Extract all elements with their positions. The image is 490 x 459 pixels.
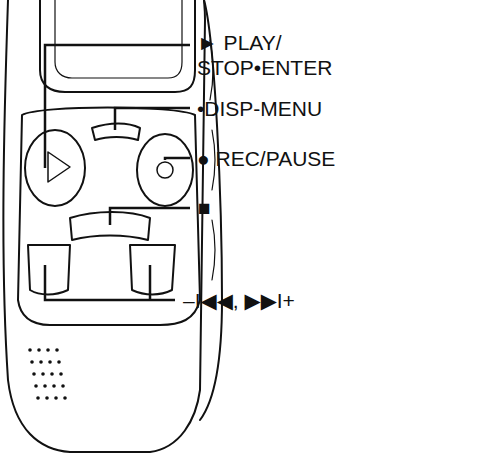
button-label: ► PLAY/ STOP•ENTER bbox=[197, 30, 347, 80]
play-button bbox=[25, 130, 85, 206]
leader-line bbox=[45, 265, 175, 300]
rec-icon bbox=[157, 162, 173, 178]
speaker-hole bbox=[41, 372, 45, 376]
speaker-hole bbox=[55, 348, 59, 352]
button-label: ● REC/PAUSE bbox=[197, 146, 447, 171]
device-body bbox=[3, 0, 205, 452]
leader-lines bbox=[45, 45, 190, 300]
speaker-hole bbox=[28, 348, 32, 352]
button-label: –I◀◀, ▶▶I+ bbox=[183, 288, 433, 313]
speaker-hole bbox=[39, 360, 43, 364]
button-label: ■ bbox=[198, 195, 258, 220]
speaker-hole bbox=[46, 348, 50, 352]
leader-line bbox=[149, 265, 152, 300]
speaker-hole bbox=[37, 348, 41, 352]
leader-line bbox=[115, 108, 190, 130]
speaker-holes bbox=[28, 348, 67, 400]
speaker-hole bbox=[32, 372, 36, 376]
speaker-hole bbox=[36, 396, 40, 400]
button-label: •DISP-MENU bbox=[197, 96, 447, 121]
leader-line bbox=[45, 45, 190, 168]
speaker-hole bbox=[48, 360, 52, 364]
speaker-hole bbox=[52, 384, 56, 388]
rewind-button bbox=[28, 245, 70, 295]
leader-line bbox=[110, 208, 190, 225]
speaker-hole bbox=[34, 384, 38, 388]
forward-button bbox=[130, 245, 175, 295]
speaker-hole bbox=[61, 384, 65, 388]
speaker-hole bbox=[30, 360, 34, 364]
speaker-hole bbox=[50, 372, 54, 376]
leader-line bbox=[165, 158, 190, 160]
display-inner bbox=[55, 0, 182, 78]
speaker-hole bbox=[43, 384, 47, 388]
speaker-hole bbox=[54, 396, 58, 400]
speaker-hole bbox=[45, 396, 49, 400]
rec-button bbox=[137, 134, 193, 206]
speaker-hole bbox=[59, 372, 63, 376]
speaker-hole bbox=[57, 360, 61, 364]
play-icon bbox=[48, 152, 70, 182]
speaker-hole bbox=[63, 396, 67, 400]
